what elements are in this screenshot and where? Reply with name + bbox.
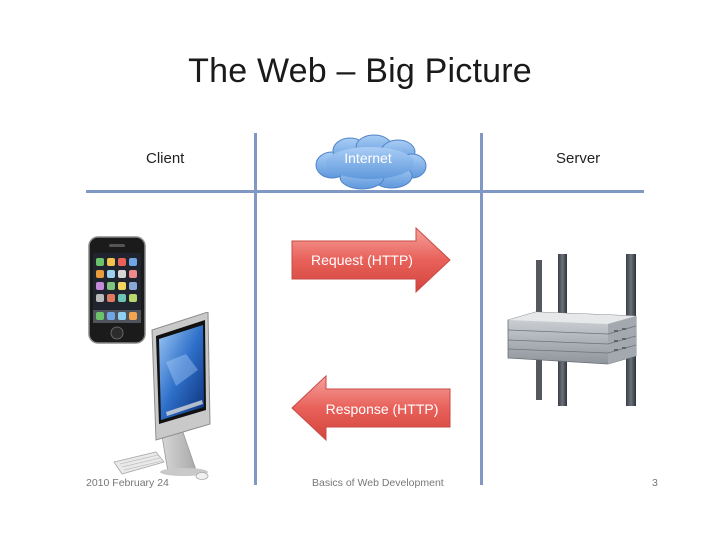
smartphone-icon — [88, 236, 146, 344]
request-label: Request (HTTP) — [311, 252, 413, 268]
client-label: Client — [146, 150, 185, 167]
internet-cloud: Internet — [312, 134, 430, 190]
client-internet-divider — [254, 133, 257, 485]
request-arrow: Request (HTTP) — [290, 226, 452, 294]
internet-label: Internet — [344, 150, 392, 166]
server-rack-image — [506, 254, 646, 406]
smartphone-image — [88, 236, 146, 344]
left-arrow-icon — [291, 374, 451, 442]
footer-date: 2010 February 24 — [86, 477, 169, 489]
response-arrow: Response (HTTP) — [290, 374, 452, 442]
header-divider-line — [86, 190, 644, 193]
right-arrow-icon — [291, 226, 451, 294]
footer-page-number: 3 — [652, 477, 658, 489]
desktop-computer-icon — [113, 311, 211, 480]
footer-course-title: Basics of Web Development — [312, 477, 444, 489]
server-rack-icon — [507, 254, 637, 406]
slide-title: The Web – Big Picture — [188, 52, 532, 90]
response-label: Response (HTTP) — [325, 401, 439, 417]
server-label: Server — [556, 150, 601, 167]
cloud-icon — [315, 134, 427, 190]
internet-server-divider — [480, 133, 483, 485]
desktop-computer-image — [106, 311, 220, 484]
